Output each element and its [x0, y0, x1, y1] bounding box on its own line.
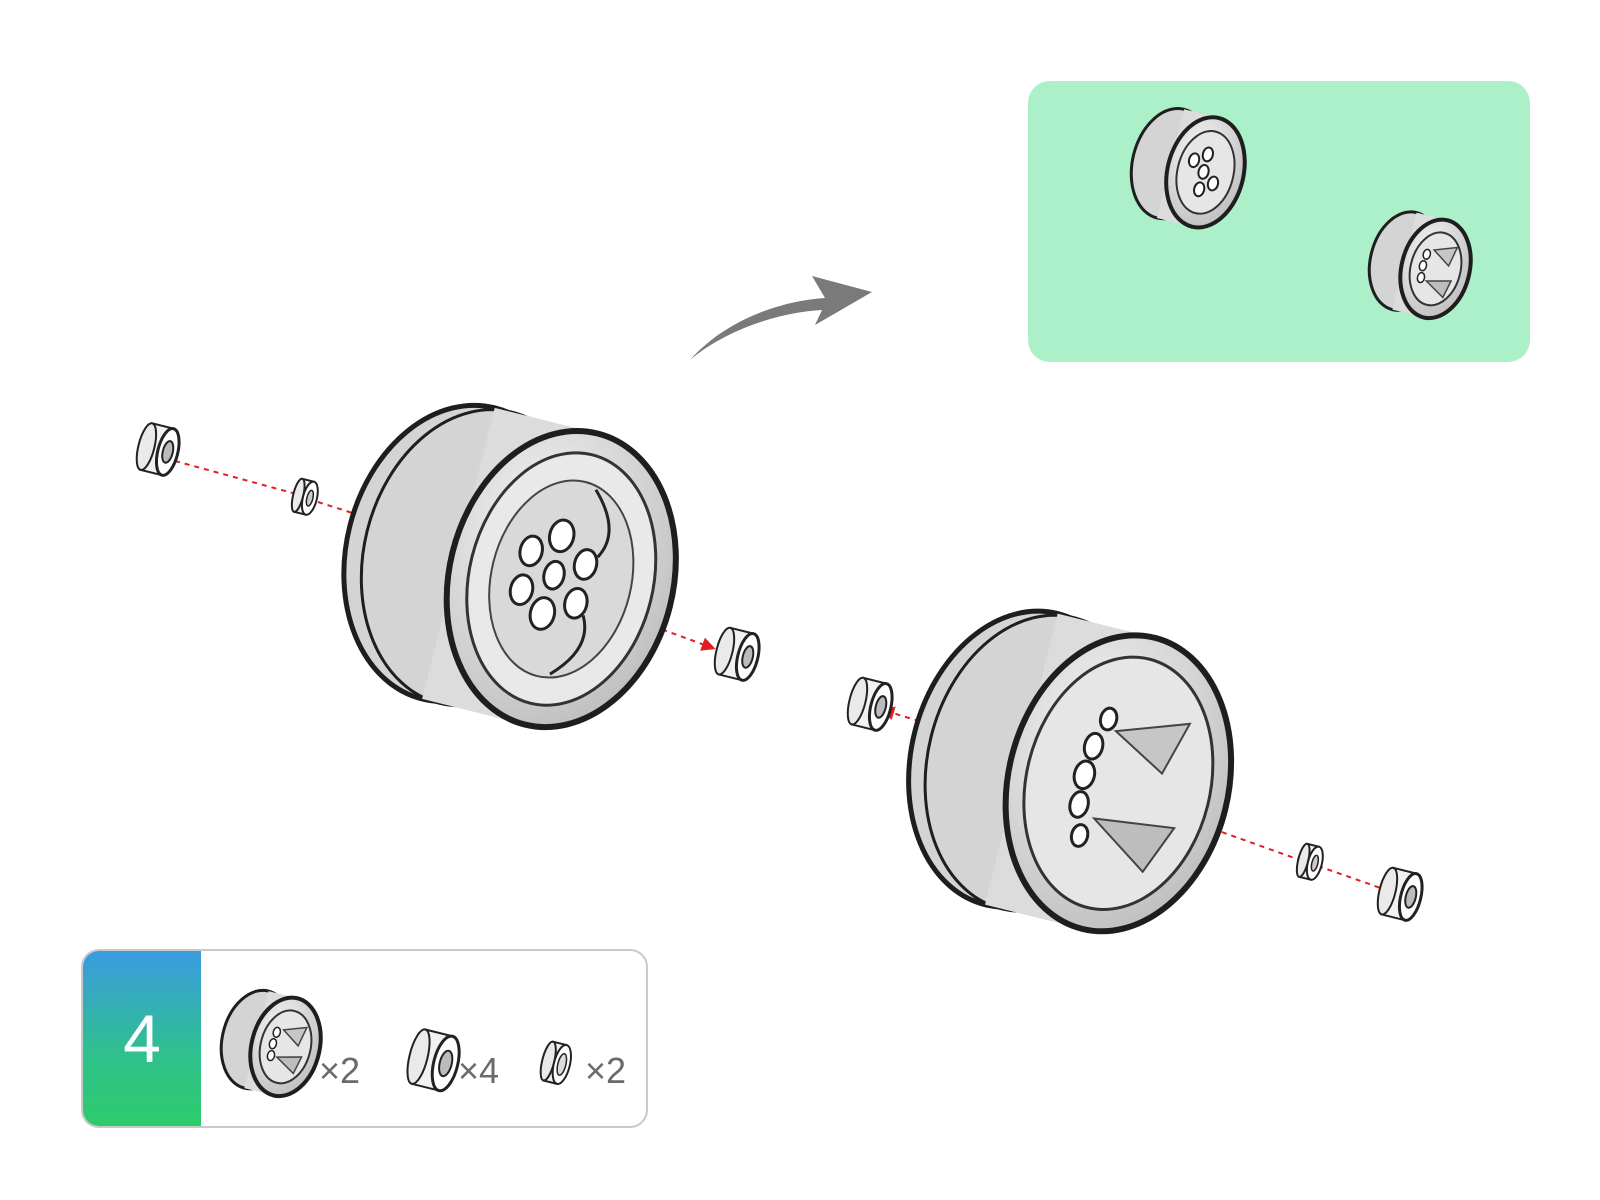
parts-list-panel: 4 ×2 ×4 ×2: [81, 949, 648, 1128]
result-panel: [1028, 81, 1530, 362]
bearing-right-inner: [846, 676, 894, 732]
step-number: 4: [123, 1000, 161, 1077]
assembled-wheel-back: [1367, 210, 1473, 321]
spacer-quantity: ×2: [585, 1050, 627, 1091]
bearing-right-outer: [1376, 866, 1424, 922]
bearing-icon: [406, 1028, 461, 1093]
spacer-ring-icon: [539, 1040, 572, 1086]
curved-arrow-icon: [690, 276, 872, 360]
spacer-left: [290, 477, 319, 516]
wheel-right: [906, 608, 1235, 935]
spacer-right: [1295, 842, 1324, 881]
assembled-wheel-front: [1129, 107, 1247, 230]
wheel-rim-icon: [219, 988, 323, 1099]
wheel-left: [341, 402, 679, 731]
bearing-left-outer: [135, 422, 181, 477]
bearing-quantity: ×4: [458, 1050, 500, 1091]
wheel-quantity: ×2: [319, 1050, 361, 1091]
step-badge: 4: [83, 951, 201, 1126]
bearing-left-inner: [713, 626, 761, 682]
